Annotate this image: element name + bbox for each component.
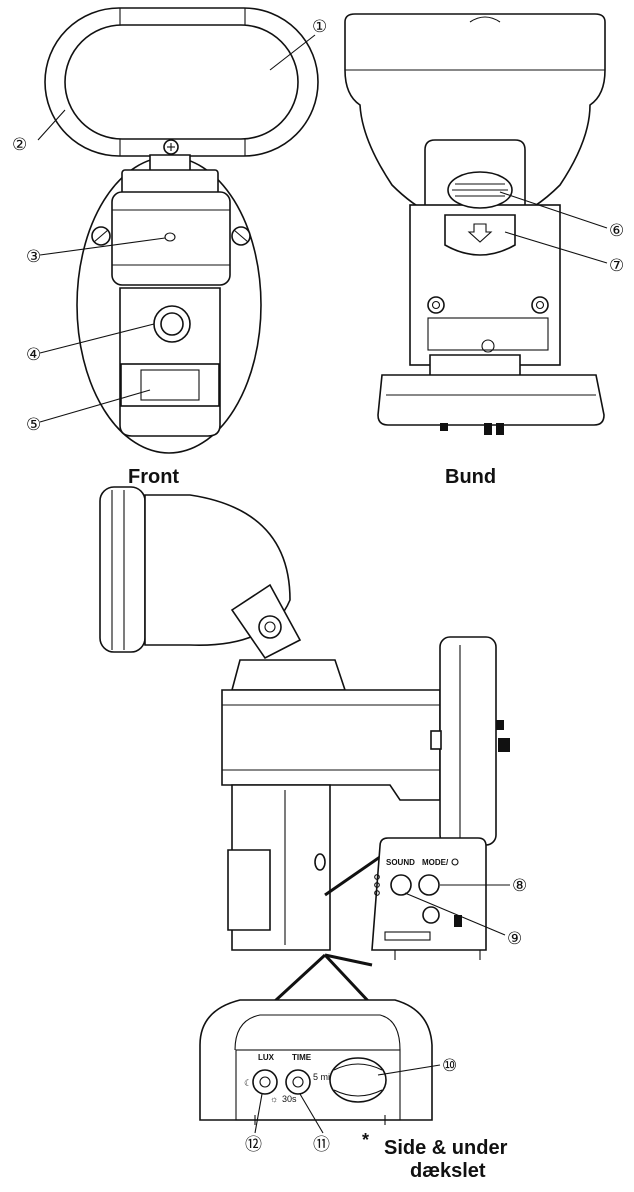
caption-side-line1: Side & under <box>384 1137 508 1159</box>
front-housing <box>111 191 231 286</box>
callout-numbers: ① ② ③ ④ ⑤ ⑥ ⑦ ⑧ ⑨ ⑩ ⑪ ⑫ <box>12 17 624 1155</box>
time-dial[interactable] <box>285 1069 311 1095</box>
side-control-panel: SOUND MODE/ <box>371 837 487 960</box>
front-light-sensor <box>153 305 191 343</box>
callout-1: ① <box>312 17 327 37</box>
caption-bottom: Bund <box>445 466 497 488</box>
time-min-mark: 30s <box>282 1094 297 1104</box>
callout-2: ② <box>12 135 27 155</box>
time-label: TIME <box>292 1053 312 1062</box>
mode-button[interactable] <box>418 874 440 896</box>
caption-side-line2: dækslet <box>410 1160 486 1182</box>
front-pir-sensor <box>120 363 220 407</box>
sound-button[interactable] <box>390 874 412 896</box>
callout-4: ④ <box>26 345 41 365</box>
callout-11: ⑪ <box>313 1135 330 1155</box>
side-lamp-face <box>99 486 146 653</box>
sound-label: SOUND <box>386 858 415 867</box>
callout-6: ⑥ <box>609 221 624 241</box>
side-housing <box>221 689 441 801</box>
lux-min-mark: ☾ <box>244 1078 252 1088</box>
callout-12: ⑫ <box>245 1135 262 1155</box>
mode-label: MODE/ <box>422 858 449 867</box>
time-max-mark: 5 min <box>313 1072 335 1082</box>
front-view <box>44 7 319 454</box>
side-wall-plate <box>439 636 497 846</box>
callout-7: ⑦ <box>609 256 624 276</box>
battery-cover <box>444 214 516 256</box>
bottom-cover-panel: LUX TIME ☾ ☼ 30s 5 min <box>199 999 433 1125</box>
lux-max-mark: ☼ <box>270 1094 278 1104</box>
leader-lines <box>37 34 608 1134</box>
bottom-view <box>344 13 606 435</box>
caption-side-star: * <box>362 1130 370 1150</box>
bottom-speaker <box>329 1057 387 1103</box>
caption-front: Front <box>128 466 180 488</box>
front-led-indicator <box>164 232 176 242</box>
lux-dial[interactable] <box>252 1069 278 1095</box>
callout-8: ⑧ <box>512 876 527 896</box>
lux-label: LUX <box>258 1053 275 1062</box>
callout-10: ⑩ <box>442 1056 457 1076</box>
bottom-lamp-shade <box>344 13 606 226</box>
callout-3: ③ <box>26 247 41 267</box>
mode-icon <box>451 858 459 866</box>
bottom-base <box>377 374 605 426</box>
side-view <box>99 486 510 1037</box>
front-lamp-head <box>44 7 319 157</box>
callout-5: ⑤ <box>26 415 41 435</box>
callout-9: ⑨ <box>507 929 522 949</box>
